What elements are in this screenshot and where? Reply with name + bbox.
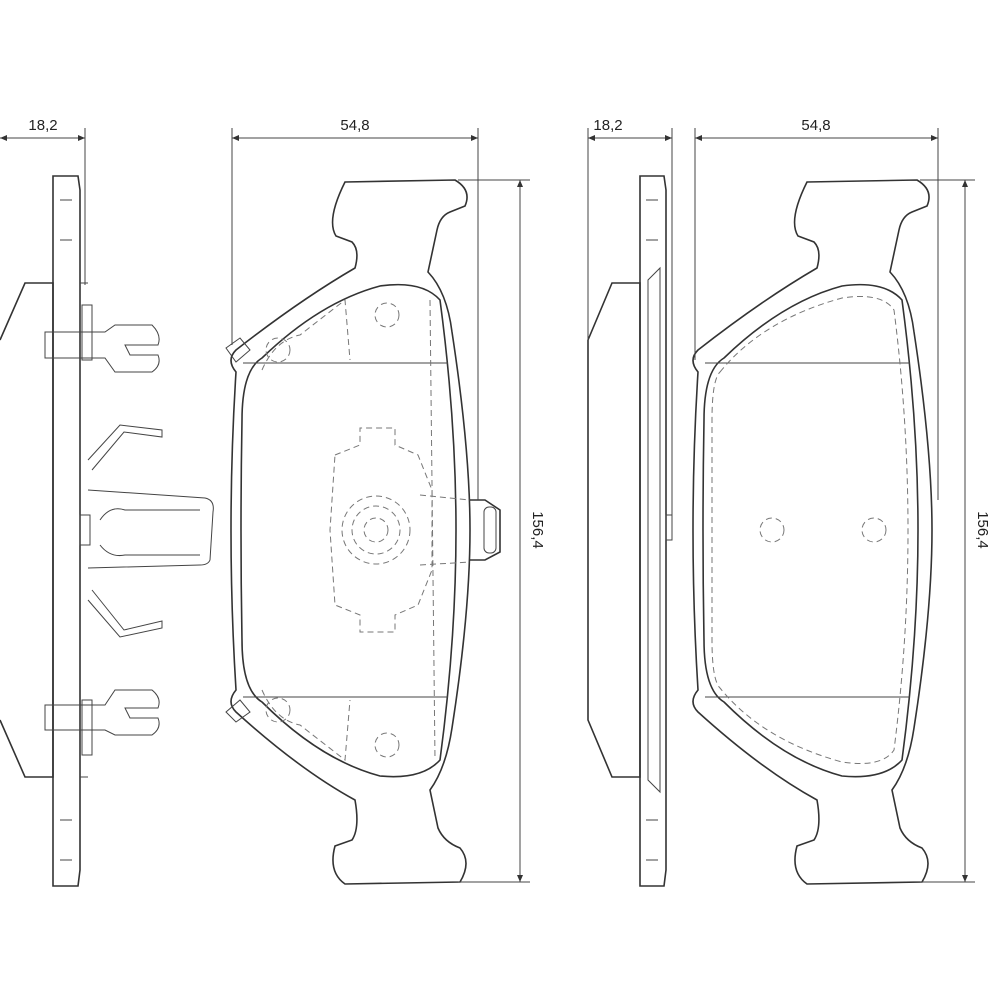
retaining-spring xyxy=(79,424,214,638)
left-pad-front-view xyxy=(225,179,501,885)
left-width-label: 54,8 xyxy=(340,117,369,134)
right-height-label: 156,4 xyxy=(974,511,991,549)
right-pad-front-view xyxy=(692,179,933,885)
right-thickness-label: 18,2 xyxy=(593,117,622,134)
left-side-view xyxy=(0,175,214,887)
right-side-view xyxy=(587,175,673,887)
left-thickness-label: 18,2 xyxy=(28,117,57,134)
wear-sensor-clip-top xyxy=(44,304,160,373)
dimension-lines xyxy=(0,128,975,883)
right-width-label: 54,8 xyxy=(801,117,830,134)
left-height-label: 156,4 xyxy=(529,511,546,549)
wear-sensor-clip-bottom xyxy=(44,689,160,756)
